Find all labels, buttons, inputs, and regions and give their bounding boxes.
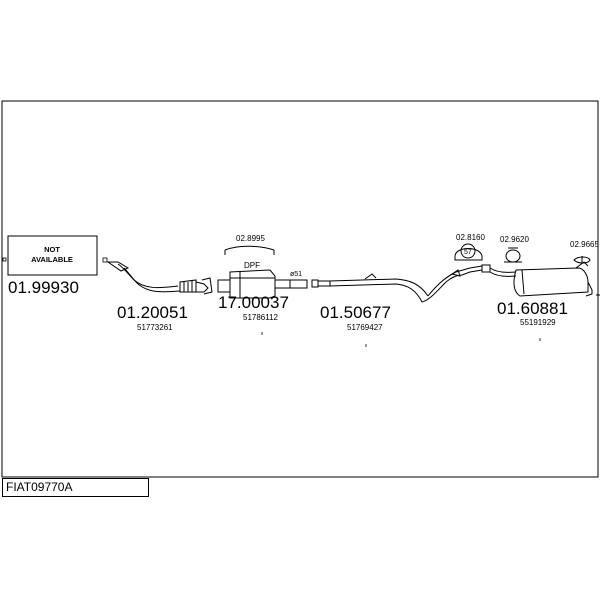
not-available-line1: NOT (44, 245, 60, 254)
not-available-code: 01.99930 (8, 278, 79, 297)
not-available-box (7, 235, 98, 276)
not-available-connector (102, 257, 108, 263)
front-pipe-code: 01.20051 (117, 303, 188, 322)
dpf-accessory-clamp (224, 245, 275, 255)
not-available-line2: AVAILABLE (31, 255, 73, 264)
rear-silencer-oem: 55191929 (520, 318, 556, 327)
accessory-2-code: 02.9620 (500, 235, 529, 244)
clip-icon (573, 256, 591, 264)
rubber-mount-icon (454, 243, 483, 261)
middle-pipe-oem: 51769427 (347, 323, 383, 332)
accessory-1-code: 02.8160 (456, 233, 485, 242)
dpf-dimension: ø51 (290, 271, 302, 278)
dpf-code: 17.00037 (218, 293, 289, 312)
dpf-accessory-code: 02.8995 (236, 234, 265, 243)
diagram-frame (1, 100, 599, 478)
rear-silencer (489, 261, 593, 297)
dpf-body (217, 269, 308, 299)
dpf-label: DPF (244, 261, 260, 270)
rear-silencer-code: 01.60881 (497, 299, 568, 318)
front-pipe-oem: 51773261 (137, 323, 173, 332)
dpf-oem: 51786112 (243, 313, 279, 322)
hanger-icon (504, 247, 522, 263)
middle-pipe (311, 264, 491, 303)
accessory-1-badge: 57 (464, 249, 472, 256)
middle-pipe-code: 01.50677 (320, 303, 391, 322)
frame-left-marker (2, 257, 7, 262)
diagram-title-block: FIAT09770A (2, 478, 149, 497)
accessory-3-code: 02.9665 (570, 240, 599, 249)
front-pipe (106, 261, 213, 295)
